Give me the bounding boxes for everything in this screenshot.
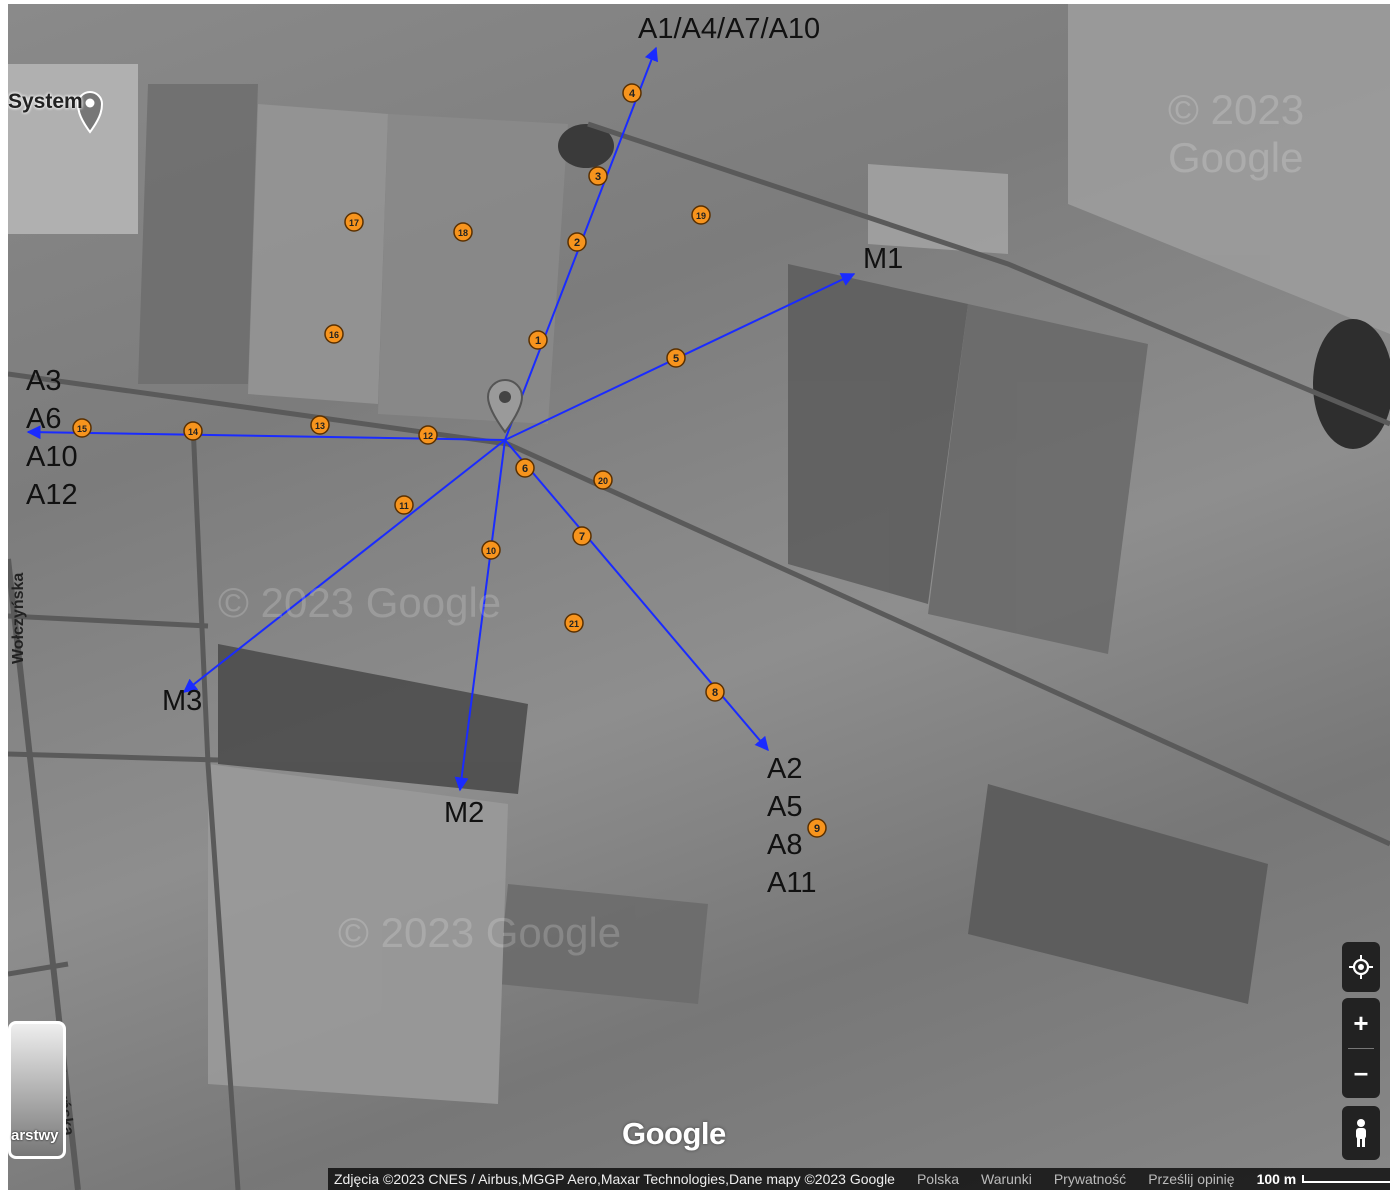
label-southeast-item: A2	[767, 753, 803, 785]
sample-marker-1[interactable]: 1	[528, 330, 548, 350]
sample-marker-label: 10	[486, 546, 496, 556]
sample-marker-label: 14	[188, 427, 198, 437]
sample-marker-8[interactable]: 8	[705, 682, 725, 702]
sample-marker-14[interactable]: 14	[183, 421, 203, 441]
poi-label[interactable]: System	[8, 90, 83, 113]
label-west-item: A12	[26, 479, 78, 511]
sample-marker-18[interactable]: 18	[453, 222, 473, 242]
field-patches	[8, 4, 1390, 1104]
sample-marker-13[interactable]: 13	[310, 415, 330, 435]
sample-marker-label: 6	[522, 463, 528, 475]
sample-marker-11[interactable]: 11	[394, 495, 414, 515]
country-link[interactable]: Polska	[916, 1171, 959, 1187]
sample-marker-label: 13	[315, 421, 325, 431]
label-m2: M2	[444, 797, 485, 829]
sample-marker-label: 15	[77, 424, 87, 434]
sample-marker-label: 19	[696, 211, 706, 221]
sample-marker-label: 20	[598, 476, 608, 486]
scale-bar	[1302, 1175, 1390, 1183]
location-pin-icon[interactable]	[486, 379, 524, 434]
label-west-item: A10	[26, 441, 78, 473]
label-m1: M1	[863, 243, 904, 275]
sample-marker-label: 7	[579, 531, 585, 543]
sample-marker-5[interactable]: 5	[666, 348, 686, 368]
scale-control[interactable]: 100 m	[1257, 1168, 1390, 1190]
arrow-southeast	[504, 439, 769, 752]
sample-marker-label: 4	[629, 88, 636, 100]
sample-marker-7[interactable]: 7	[572, 526, 592, 546]
sample-marker-10[interactable]: 10	[481, 540, 501, 560]
pegman-icon	[1356, 1119, 1366, 1147]
layers-button[interactable]: arstwy	[8, 1021, 66, 1159]
sample-marker-label: 2	[574, 237, 580, 249]
sample-marker-label: 21	[569, 619, 579, 629]
tree-clump	[558, 124, 614, 168]
sample-marker-2[interactable]: 2	[567, 232, 587, 252]
label-west-group: A3 A6 A10 A12	[26, 362, 78, 514]
sample-marker-12[interactable]: 12	[418, 425, 438, 445]
sample-marker-label: 3	[595, 171, 601, 183]
zoom-in-button[interactable]: +	[1353, 1008, 1369, 1038]
label-southeast-item: A11	[767, 867, 817, 899]
sample-marker-label: 11	[399, 501, 409, 511]
scale-label: 100 m	[1256, 1171, 1297, 1187]
attribution-bar: Zdjęcia ©2023 CNES / Airbus,MGGP Aero,Ma…	[328, 1168, 1390, 1190]
street-view-button[interactable]	[1342, 1106, 1380, 1160]
sample-marker-15[interactable]: 15	[72, 418, 92, 438]
imagery-credit: Zdjęcia ©2023 CNES / Airbus,MGGP Aero,Ma…	[334, 1171, 895, 1187]
arrow-m2	[454, 439, 506, 792]
street-label: Wołczyńska	[10, 572, 27, 664]
my-location-button[interactable]	[1342, 942, 1380, 992]
zoom-divider	[1348, 1047, 1374, 1049]
sample-marker-21[interactable]: 21	[564, 613, 584, 633]
roads	[8, 121, 1390, 1190]
sample-marker-9[interactable]: 9	[807, 818, 827, 838]
sample-marker-label: 1	[535, 335, 541, 347]
zoom-controls: + –	[1342, 998, 1380, 1098]
sample-marker-6[interactable]: 6	[515, 458, 535, 478]
sample-marker-19[interactable]: 19	[691, 205, 711, 225]
sample-marker-4[interactable]: 4	[622, 83, 642, 103]
tree-clump	[1313, 319, 1390, 449]
sample-marker-label: 18	[458, 228, 468, 238]
sample-marker-label: 17	[349, 218, 359, 228]
label-southeast-item: A8	[767, 829, 803, 861]
label-north: A1/A4/A7/A10	[638, 13, 821, 45]
sample-marker-label: 9	[814, 823, 820, 835]
label-southeast-group: A2 A5 A8 A11	[767, 750, 816, 902]
sample-marker-label: 5	[673, 353, 679, 365]
zoom-out-button[interactable]: –	[1353, 1057, 1369, 1087]
sample-marker-label: 16	[329, 330, 339, 340]
label-southeast-item: A5	[767, 791, 803, 823]
sample-marker-20[interactable]: 20	[593, 470, 613, 490]
sample-marker-3[interactable]: 3	[588, 166, 608, 186]
label-west-item: A6	[26, 403, 62, 435]
google-logo: Google	[622, 1116, 726, 1151]
arrow-m3	[182, 439, 506, 693]
poi-pin-icon[interactable]	[76, 91, 104, 134]
terms-link[interactable]: Warunki	[981, 1171, 1032, 1187]
sample-marker-label: 8	[712, 687, 718, 699]
sample-marker-16[interactable]: 16	[324, 324, 344, 344]
label-m3: M3	[162, 685, 203, 717]
privacy-link[interactable]: Prywatność	[1053, 1171, 1127, 1187]
label-west-item: A3	[26, 365, 62, 397]
layers-label: arstwy	[11, 1127, 59, 1144]
sample-marker-label: 12	[423, 431, 433, 441]
feedback-link[interactable]: Prześlij opinię	[1148, 1171, 1235, 1187]
sample-marker-17[interactable]: 17	[344, 212, 364, 232]
crosshair-icon	[1349, 955, 1373, 979]
